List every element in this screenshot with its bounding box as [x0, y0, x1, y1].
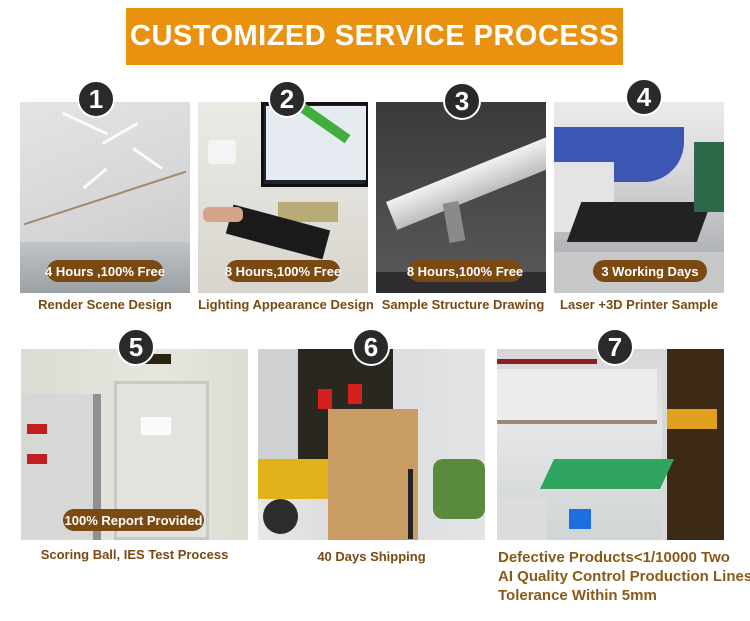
step-6-photo [258, 349, 485, 540]
step-5-badge: 100% Report Provided [63, 509, 204, 531]
step-5-caption: Scoring Ball, IES Test Process [40, 547, 229, 562]
step-6-number: 6 [352, 328, 390, 366]
step-7-caption: Defective Products<1/10000 Two AI Qualit… [498, 548, 750, 605]
step-1-badge: 4 Hours ,100% Free [45, 260, 165, 282]
step-7-caption-line-1: Defective Products<1/10000 Two [498, 549, 730, 566]
step-7-caption-line-2: AI Quality Control Production Lines [498, 568, 750, 585]
step-1-number: 1 [77, 80, 115, 118]
step-3-number: 3 [443, 82, 481, 120]
step-7-number: 7 [596, 328, 634, 366]
step-4-caption: Laser +3D Printer Sample [560, 297, 718, 312]
step-7-photo [497, 349, 724, 540]
step-7-caption-line-3: Tolerance Within 5mm [498, 587, 657, 604]
step-4-number: 4 [625, 78, 663, 116]
step-5-photo [21, 349, 248, 540]
step-1-caption: Render Scene Design [38, 297, 172, 312]
step-3-caption: Sample Structure Drawing [381, 297, 545, 312]
step-2-badge: 8 Hours,100% Free [225, 260, 341, 282]
step-6-caption: 40 Days Shipping [317, 549, 426, 564]
step-4-badge: 3 Working Days [593, 260, 707, 282]
step-5-number: 5 [117, 328, 155, 366]
step-2-number: 2 [268, 80, 306, 118]
step-2-caption: Lighting Appearance Design [198, 297, 374, 312]
header-banner: CUSTOMIZED SERVICE PROCESS [126, 8, 623, 65]
step-3-badge: 8 Hours,100% Free [407, 260, 523, 282]
page-title: CUSTOMIZED SERVICE PROCESS [130, 20, 619, 52]
step-2-photo [198, 102, 368, 293]
